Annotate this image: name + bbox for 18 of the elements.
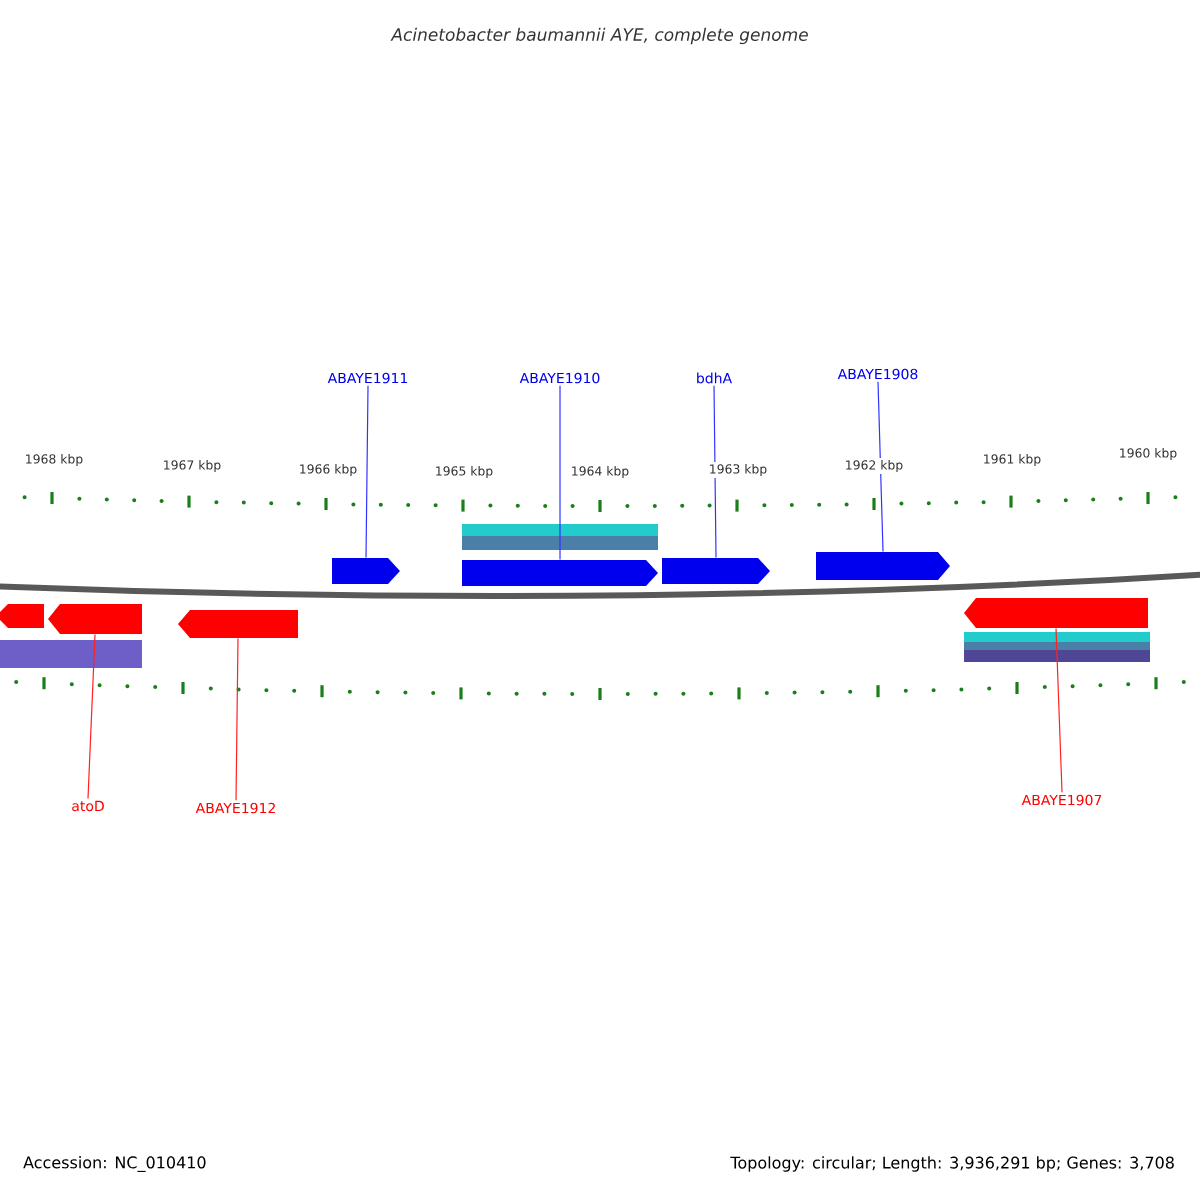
gene-feature [462, 560, 658, 586]
gene-feature [332, 558, 400, 584]
accession-note: Accession: NC_010410 [23, 1156, 206, 1172]
leader-line [559, 385, 561, 561]
gene-feature [0, 604, 44, 628]
title: Acinetobacter baumannii AYE, complete genome [390, 27, 808, 45]
gene-feature [816, 552, 950, 580]
leader-line [713, 385, 717, 559]
gene-feature [178, 610, 298, 638]
gene-feature [964, 598, 1148, 628]
leader-line [877, 381, 884, 553]
leader-line [235, 637, 239, 801]
leader-line [365, 385, 369, 559]
genome-summary: Topology: circular; Length: 3,936,291 bp; Genes: 3,708 [730, 1156, 1174, 1172]
leader-line [87, 633, 96, 799]
leader-line [1055, 627, 1063, 793]
gene-feature [662, 558, 770, 584]
gene-feature [48, 604, 142, 634]
